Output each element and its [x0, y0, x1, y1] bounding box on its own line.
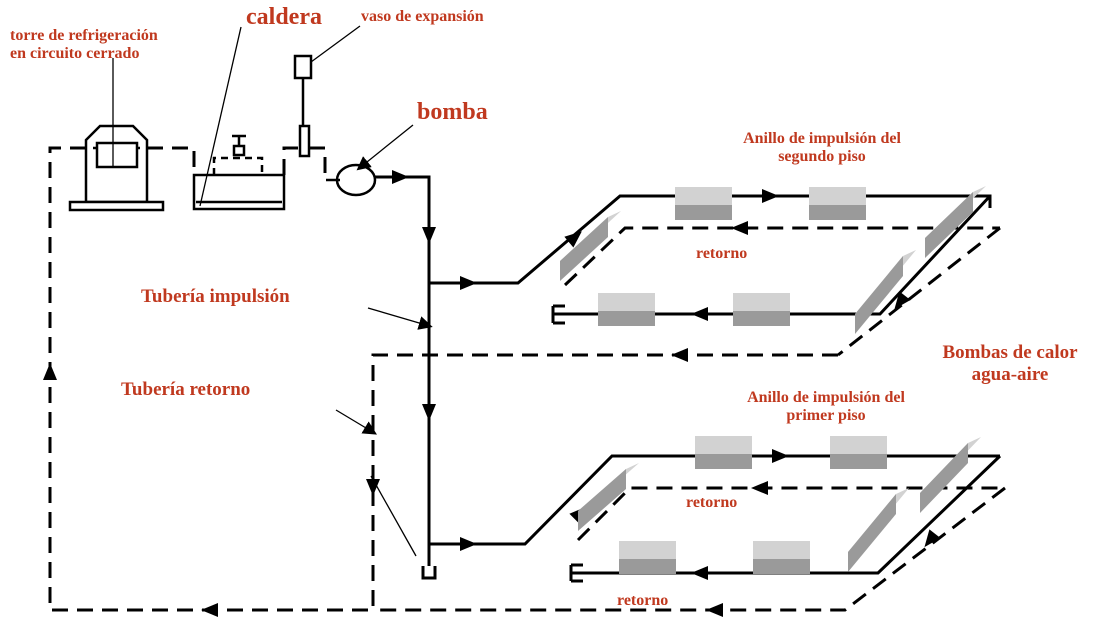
flow-arrow [392, 170, 409, 184]
cooling-tower-label-line1: torre de refrigeración [10, 27, 158, 44]
flow-arrow [772, 449, 789, 463]
heat-pump-unit [830, 436, 887, 469]
heat-pump-unit [925, 186, 986, 258]
first-floor-return-label: retorno [686, 494, 738, 511]
pump [326, 163, 377, 197]
flow-arrow [894, 291, 911, 310]
first-floor-ring [373, 454, 1006, 612]
heat-pump-unit [753, 541, 810, 574]
heat-pump-unit [733, 293, 790, 326]
heat-pump-unit [675, 187, 732, 220]
flow-arrow [691, 307, 708, 321]
main-return-label: retorno [617, 592, 669, 609]
second-floor-ring-label-line2: segundo piso [778, 148, 866, 166]
expansion-vessel-label: vaso de expansión [361, 8, 484, 25]
second-floor-ring [551, 194, 1001, 357]
second-floor-ring-label: Anillo de impulsión del segundo piso [722, 130, 922, 167]
heat-pumps-label: Bombas de calor agua-aire [920, 342, 1096, 386]
flow-arrow [751, 481, 768, 495]
pump-label: bomba [417, 99, 488, 125]
heat-pump-unit [809, 187, 866, 220]
flow-arrow [460, 537, 477, 551]
flow-arrow [564, 231, 582, 248]
first-floor-ring-label-line1: Anillo de impulsión del [747, 389, 905, 406]
supply-riser [375, 175, 1000, 580]
flow-arrow [924, 529, 941, 548]
heat-pump-unit [578, 463, 639, 531]
cooling-tower [68, 124, 165, 212]
return-pipe-label: Tubería retorno [121, 379, 251, 400]
flow-arrow [671, 348, 688, 362]
flow-arrow [731, 221, 748, 235]
first-floor-ring-label: Anillo de impulsión del primer piso [716, 389, 936, 426]
second-floor-return-label: retorno [696, 245, 748, 262]
boiler [192, 134, 286, 211]
flow-arrow [43, 363, 57, 380]
flow-arrow [762, 189, 779, 203]
heat-pump-units [560, 186, 986, 574]
flow-arrow [706, 603, 723, 617]
flow-arrow [366, 479, 380, 496]
heat-pump-unit [619, 541, 676, 574]
heat-pump-unit [855, 250, 916, 334]
heat-pump-unit [695, 436, 752, 469]
flow-arrow [460, 276, 477, 290]
boiler-label: caldera [246, 4, 322, 30]
flow-arrow [422, 227, 436, 244]
heat-pumps-label-line1: Bombas de calor [942, 342, 1078, 363]
cooling-tower-label-line2: en circuito cerrado [10, 45, 140, 63]
first-floor-ring-label-line2: primer piso [786, 407, 866, 425]
heat-pump-unit [598, 293, 655, 326]
heat-pumps-label-line2: agua-aire [971, 363, 1049, 385]
heat-pump-unit [920, 437, 981, 513]
flow-arrows [43, 170, 941, 617]
leader-lines [112, 25, 433, 557]
cooling-tower-label: torre de refrigeración en circuito cerra… [10, 27, 158, 64]
heat-pump-unit [848, 488, 909, 572]
supply-pipe-label: Tubería impulsión [141, 286, 290, 307]
flow-arrow [201, 603, 218, 617]
expansion-vessel [293, 54, 313, 158]
heat-pump-unit [560, 211, 621, 281]
flow-arrow [422, 404, 436, 421]
flow-arrow [691, 566, 708, 580]
second-floor-ring-label-line1: Anillo de impulsión del [743, 130, 901, 147]
